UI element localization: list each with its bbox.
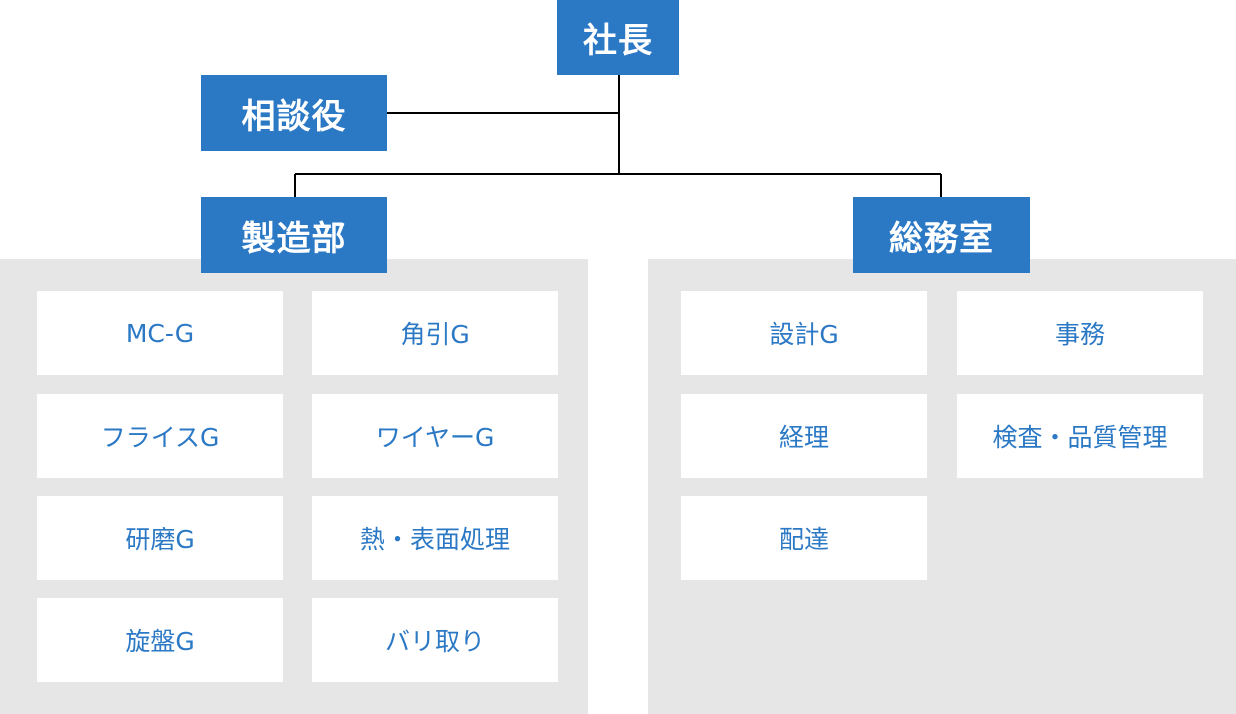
group-box: 経理 [681, 394, 927, 478]
group-label: 経理 [778, 423, 829, 452]
manufacturing-department-node: 製造部 [201, 197, 387, 273]
group-label: MC-G [125, 318, 195, 348]
group-box: バリ取り [312, 598, 558, 682]
group-box: MC-G [37, 291, 283, 375]
group-box: 旋盤G [37, 598, 283, 682]
manufacturing-panel: MC-G 角引G フライスG ワイヤーG 研磨G 熱・表面処理 旋盤G バリ取り [0, 259, 588, 714]
group-label: 熱・表面処理 [359, 525, 510, 554]
advisor-node: 相談役 [201, 75, 387, 151]
group-box: 設計G [681, 291, 927, 375]
group-label: フライスG [100, 423, 220, 452]
group-box: フライスG [37, 394, 283, 478]
group-box: 検査・品質管理 [957, 394, 1203, 478]
group-label: 事務 [1054, 320, 1105, 349]
advisor-label: 相談役 [241, 96, 347, 137]
group-box: 研磨G [37, 496, 283, 580]
president-node: 社長 [557, 0, 679, 75]
group-box: ワイヤーG [312, 394, 558, 478]
group-label: 旋盤G [125, 627, 195, 656]
group-label: 検査・品質管理 [992, 423, 1168, 452]
general-affairs-label: 総務室 [889, 218, 994, 259]
group-label: 角引G [400, 320, 470, 349]
group-label: ワイヤーG [375, 423, 495, 452]
group-label: バリ取り [384, 627, 485, 656]
group-box: 配達 [681, 496, 927, 580]
group-box: 熱・表面処理 [312, 496, 558, 580]
group-label: 研磨G [125, 525, 195, 554]
group-box: 事務 [957, 291, 1203, 375]
general-affairs-node: 総務室 [853, 197, 1030, 273]
group-box: 角引G [312, 291, 558, 375]
president-label: 社長 [583, 21, 653, 61]
group-label: 設計G [769, 320, 839, 349]
group-label: 配達 [778, 525, 829, 554]
general-affairs-panel: 設計G 事務 経理 検査・品質管理 配達 [648, 259, 1236, 714]
manufacturing-department-label: 製造部 [241, 218, 347, 259]
